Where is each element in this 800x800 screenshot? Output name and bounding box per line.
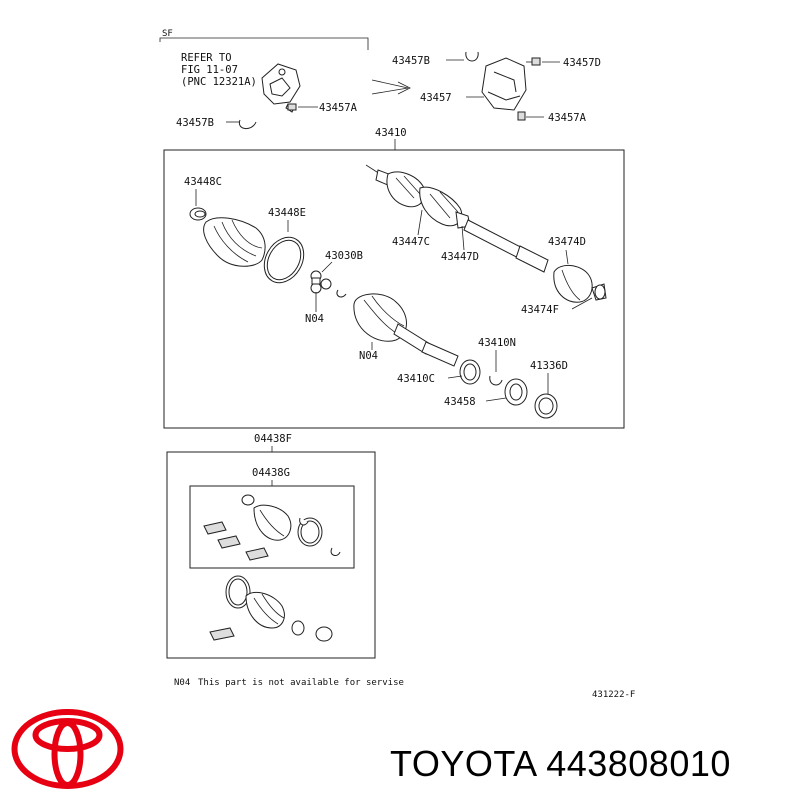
figure-id: 431222-F — [592, 690, 635, 700]
callout-04438g: 04438G — [252, 467, 290, 479]
callout-43457a-left: 43457A — [319, 102, 358, 114]
bolt-bottom-right: 43457A — [517, 111, 587, 124]
callout-43030b: 43030B — [325, 250, 363, 262]
callout-43457a-right: 43457A — [548, 112, 587, 124]
bolt-top-right: 43457D — [526, 57, 601, 69]
snap-ring — [336, 289, 347, 298]
ring-43410n: 43410N — [478, 337, 516, 386]
bearing-43410c: 43410C — [397, 359, 481, 385]
callout-41336d: 41336D — [530, 360, 568, 372]
outer-kit-parts — [209, 575, 333, 642]
clip-mid-right: 43457 — [420, 92, 484, 104]
section-bracket: SF — [159, 29, 369, 50]
drive-shaft-assembly — [365, 164, 549, 273]
callout-43410c: 43410C — [397, 373, 435, 385]
callout-43448e: 43448E — [268, 207, 306, 219]
clamp-43448c: 43448C — [184, 176, 222, 221]
direction-arrow — [371, 79, 411, 95]
callout-43457d: 43457D — [563, 57, 601, 69]
refer-line-3: (PNC 12321A) — [181, 76, 257, 88]
footnote-text: This part is not available for servise — [198, 678, 404, 688]
callout-43448c: 43448C — [184, 176, 222, 188]
callout-43457b-top: 43457B — [392, 55, 430, 67]
footnote-code: N04 — [174, 678, 190, 688]
callout-43447d: 43447D — [441, 251, 479, 263]
inner-kit-box — [189, 485, 355, 569]
seal-41336d: 41336D — [530, 360, 568, 419]
right-bracket-part — [481, 57, 527, 111]
clip-top-right: 43457B — [392, 51, 479, 67]
callout-43447c: 43447C — [392, 236, 430, 248]
section-label: SF — [162, 29, 173, 39]
clip-left: 43457B — [176, 117, 257, 129]
tripod-43030b: 43030B N04 — [305, 250, 363, 325]
callout-04438f: 04438F — [254, 433, 292, 445]
seal-43458: 43458 — [444, 378, 528, 408]
product-caption: TOYOTA 443808010 — [390, 743, 731, 784]
assembly-box — [163, 149, 625, 429]
callout-43474f: 43474F — [521, 304, 559, 316]
left-bracket-part — [261, 63, 301, 113]
refer-note: REFER TO FIG 11-07 (PNC 12321A) — [181, 52, 257, 88]
callout-43458: 43458 — [444, 396, 476, 408]
boot-kit-box — [166, 451, 376, 659]
callout-43457b-left: 43457B — [176, 117, 214, 129]
inner-kit-parts — [203, 494, 341, 561]
callout-43410n: 43410N — [478, 337, 516, 349]
callout-43457-mid: 43457 — [420, 92, 452, 104]
refer-line-1: REFER TO — [181, 52, 232, 64]
inner-joint: N04 — [353, 293, 459, 367]
boot-left — [203, 217, 266, 267]
callout-n04-b: N04 — [359, 350, 378, 362]
bolt-left: 43457A — [287, 102, 358, 114]
toyota-logo-icon — [11, 709, 124, 789]
callout-43474d: 43474D — [548, 236, 586, 248]
refer-line-2: FIG 11-07 — [181, 64, 238, 76]
boot-right: 43474D 43474F — [521, 236, 607, 316]
clamp-43448e: 43448E — [263, 207, 306, 284]
callout-43410: 43410 — [375, 127, 407, 139]
callout-n04-a: N04 — [305, 313, 324, 325]
